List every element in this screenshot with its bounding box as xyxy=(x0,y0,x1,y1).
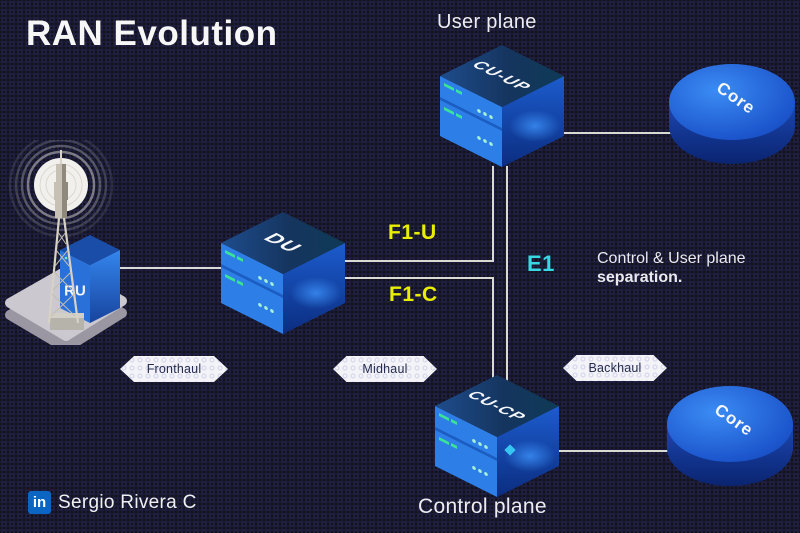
separation-note: Control & User plane separation. xyxy=(597,249,777,287)
du-node: DU xyxy=(221,212,345,334)
author-name: Sergio Rivera C xyxy=(58,492,197,513)
page-title: RAN Evolution xyxy=(26,14,278,53)
f1u-interface-label: F1-U xyxy=(388,221,437,244)
database-cylinder-icon xyxy=(669,64,795,164)
core-control-node: Core xyxy=(667,386,793,486)
fronthaul-badge-label: Fronthaul xyxy=(146,362,202,376)
cu-cp-node: CU-CP xyxy=(435,375,559,497)
server-stack-icon xyxy=(435,375,559,497)
note-line2: separation. xyxy=(597,269,683,286)
e1-interface-label: E1 xyxy=(527,251,555,276)
server-stack-icon xyxy=(440,45,564,167)
cu-up-node: CU-UP xyxy=(440,45,564,167)
midhaul-badge-label: Midhaul xyxy=(362,362,408,376)
fronthaul-badge: Fronthaul xyxy=(120,356,228,382)
user-plane-label: User plane xyxy=(437,11,537,33)
backhaul-badge-label: Backhaul xyxy=(588,361,642,375)
ru-node: RU xyxy=(60,235,120,323)
midhaul-badge: Midhaul xyxy=(333,356,437,382)
control-plane-label: Control plane xyxy=(418,495,547,518)
ru-tower-scene: RU xyxy=(5,140,127,345)
core-user-node: Core xyxy=(669,64,795,164)
cell-tower-icon xyxy=(47,150,84,330)
f1c-interface-label: F1-C xyxy=(389,283,438,306)
linkedin-icon-text: in xyxy=(32,494,47,511)
note-line1: Control & User plane xyxy=(597,250,746,267)
database-cylinder-icon xyxy=(667,386,793,486)
server-stack-icon xyxy=(221,212,345,334)
f1c-link xyxy=(340,277,494,386)
ru-node-label: RU xyxy=(64,283,86,300)
f1u-link xyxy=(340,166,494,262)
backhaul-badge: Backhaul xyxy=(563,355,667,381)
linkedin-icon: in xyxy=(28,491,51,514)
